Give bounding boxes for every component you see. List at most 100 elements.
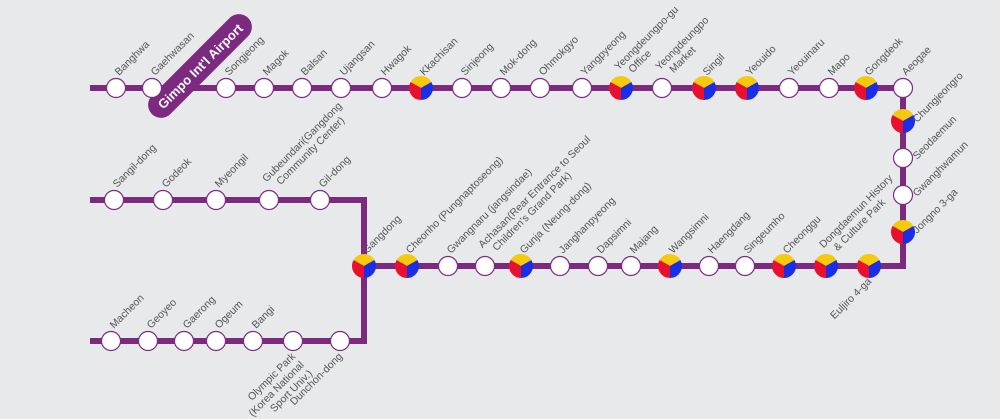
station-label: Banghwa (113, 39, 153, 79)
station-circle (549, 255, 571, 277)
transfer-icon (891, 219, 915, 244)
station-label: Euljiro 4-ga (828, 276, 874, 322)
station-circle (451, 77, 473, 99)
transfer-icon (395, 254, 419, 278)
station-circle (529, 77, 551, 99)
station-circle (173, 330, 195, 352)
transfer-sector (658, 260, 670, 278)
station-label: Magok (261, 47, 292, 78)
station-label: Yeouido (744, 43, 779, 78)
station-circle (242, 330, 264, 352)
station-circle (291, 77, 313, 99)
transfer-sector (747, 82, 759, 100)
station-circle (818, 77, 840, 99)
transfer-sector (693, 75, 715, 88)
station-label: Ogeum (213, 298, 246, 331)
station-label: Singil (701, 51, 728, 78)
station-circle (253, 77, 275, 99)
station-label: Cheonggu (781, 213, 824, 256)
transfer-sector (407, 260, 419, 278)
transfer-sector (734, 82, 747, 100)
transfer-sector (621, 82, 634, 100)
station-label: Wangsimni (667, 211, 712, 256)
station-gubeundari-gangdong[interactable]: Gubeundari(GangdongCommunity Center) (258, 100, 354, 211)
transfer-sector (692, 82, 704, 100)
transfer-icon (352, 254, 376, 278)
station-circle (892, 77, 914, 99)
station-circle (571, 77, 593, 99)
station-circle (258, 189, 280, 211)
station-circle (309, 189, 331, 211)
station-aeogae[interactable]: Aeogae (892, 44, 934, 99)
transfer-icon (692, 75, 716, 100)
transfer-icon (608, 75, 634, 100)
station-circle (100, 330, 122, 352)
station-label: Gongdeok (863, 35, 906, 78)
transfer-sector (395, 260, 407, 278)
station-circle (330, 77, 352, 99)
transfer-sector (891, 226, 903, 244)
transfer-icon (891, 108, 915, 133)
station-label: Kkachisan (418, 35, 461, 78)
transfer-sector (610, 75, 632, 88)
transfer-sector (704, 82, 716, 100)
station-circle (215, 77, 237, 99)
transfer-sector (903, 226, 915, 244)
station-label: Gil-dong (317, 153, 354, 190)
transfer-sector (508, 260, 521, 278)
transfer-sector (869, 260, 882, 278)
station-circle (587, 255, 609, 277)
station-circle (105, 77, 127, 99)
station-label: Dongdaemun History& Culture Park (817, 172, 904, 259)
station-circle (152, 189, 174, 211)
station-circle (137, 330, 159, 352)
transfer-icon (508, 254, 534, 278)
transfer-sector (855, 75, 877, 88)
station-label: Godeok (160, 155, 195, 190)
station-circle (490, 77, 512, 99)
station-label: Hwagok (379, 42, 415, 78)
station-label: Ujangsan (338, 38, 378, 78)
transfer-sector (409, 82, 421, 100)
station-label: Dapsimni (595, 217, 634, 256)
station-yeouido[interactable]: Yeouido (734, 43, 779, 100)
station-circle (103, 189, 125, 211)
station-label: Sangil-dong (111, 142, 159, 190)
transfer-icon (734, 75, 759, 100)
station-circle (437, 255, 459, 277)
station-label: Mapo (826, 51, 853, 78)
transfer-sector (353, 254, 375, 266)
transfer-icon (409, 75, 433, 100)
station-label: Majang (628, 223, 661, 256)
station-circle (371, 77, 393, 99)
station-circle (778, 77, 800, 99)
station-label: Chungjeongro (911, 70, 966, 125)
station-circle (734, 255, 756, 277)
transfer-sector (410, 75, 432, 88)
transfer-sector (891, 115, 903, 133)
station-circle (474, 255, 496, 277)
station-label: Gangdong (361, 213, 404, 256)
station-label: Bangi (250, 304, 277, 331)
transfer-sector (608, 82, 621, 100)
badge-background (148, 14, 252, 118)
station-label: Balsan (299, 47, 330, 78)
station-circle (329, 330, 351, 352)
transfer-sector (814, 260, 826, 278)
transfer-sector (521, 260, 534, 278)
station-circle (892, 184, 914, 206)
station-circle (892, 147, 914, 169)
station-singil[interactable]: Singil (692, 51, 727, 100)
station-label: Mok-dong (498, 37, 540, 79)
transfer-sector (853, 82, 866, 100)
transfer-sector (771, 260, 784, 278)
station-circle (651, 77, 673, 99)
station-label: Macheon (108, 292, 147, 331)
station-circle (141, 77, 163, 99)
station-label: Gubeundari(GangdongCommunity Center) (260, 100, 353, 193)
station-label: Yeouinaru (786, 36, 828, 78)
station-circle (620, 255, 642, 277)
station-circle (282, 330, 304, 352)
